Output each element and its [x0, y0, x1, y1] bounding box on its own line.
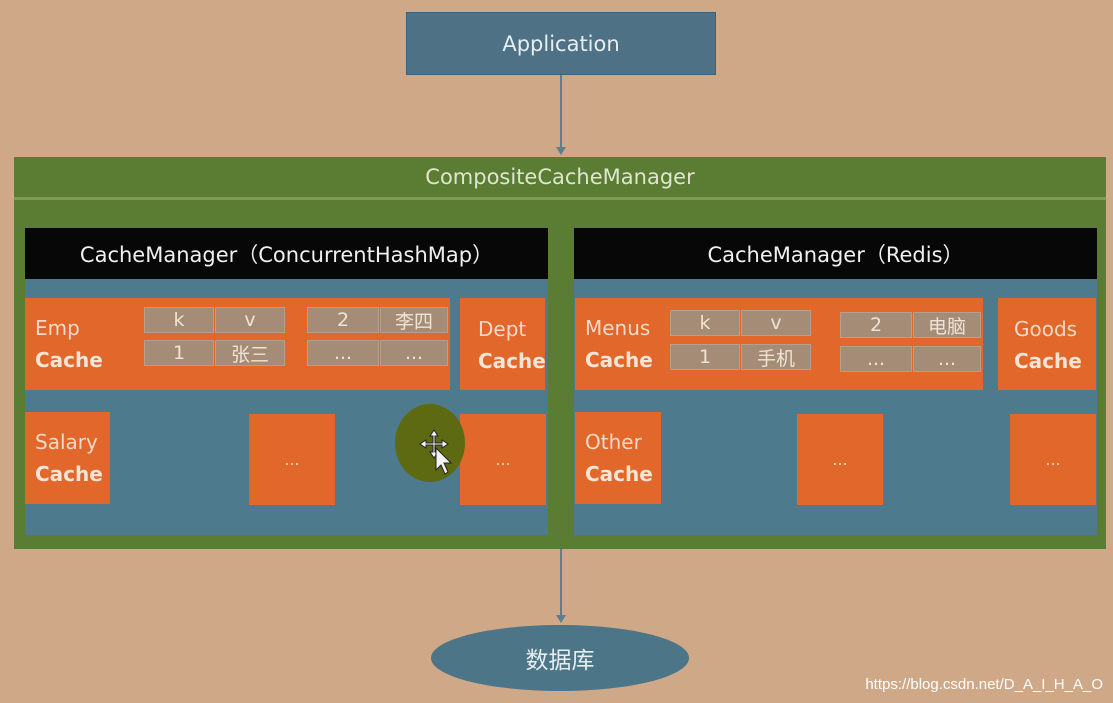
kv-cell: 张三	[215, 340, 285, 366]
goods-cache-label: Goods Cache	[1004, 313, 1096, 377]
menus-cache-line1: Menus	[585, 316, 651, 340]
kv-cell: 李四	[380, 307, 448, 333]
emp-cache-line2: Cache	[35, 348, 103, 372]
goods-cache-box	[998, 298, 1096, 390]
left-cache-manager-title: CacheManager（ConcurrentHashMap）	[79, 242, 494, 267]
composite-divider	[14, 197, 1106, 200]
other-cache-line2: Cache	[585, 462, 653, 486]
kv-cell: ...	[307, 340, 379, 366]
more-cache-box: ...	[1010, 414, 1096, 505]
goods-cache-line1: Goods	[1014, 317, 1078, 341]
menus-cache-line2: Cache	[585, 348, 653, 372]
salary-cache-line1: Salary	[35, 430, 98, 454]
goods-cache-line2: Cache	[1014, 349, 1082, 373]
emp-cache-line1: Emp	[35, 316, 80, 340]
kv-cell: k	[144, 307, 214, 333]
kv-cell: ...	[840, 346, 912, 372]
other-cache-line1: Other	[585, 430, 642, 454]
salary-cache-line2: Cache	[35, 462, 103, 486]
kv-cell: v	[741, 310, 811, 336]
kv-cell: 2	[307, 307, 379, 333]
composite-title: CompositeCacheManager	[14, 157, 1106, 197]
application-box: Application	[406, 12, 716, 75]
kv-cell: 1	[670, 344, 740, 370]
database-label: 数据库	[525, 648, 595, 674]
watermark-text: https://blog.csdn.net/D_A_I_H_A_O	[865, 676, 1103, 693]
left-cache-manager-header: CacheManager（ConcurrentHashMap）	[25, 228, 548, 279]
salary-cache-box	[25, 412, 110, 504]
arrow-head-top	[556, 147, 566, 155]
kv-cell: 2	[840, 312, 912, 338]
more-cache-box: ...	[249, 414, 335, 505]
application-label: Application	[502, 31, 620, 56]
kv-cell: 1	[144, 340, 214, 366]
kv-cell: v	[215, 307, 285, 333]
other-cache-box	[575, 412, 661, 504]
dept-cache-line2: Cache	[478, 349, 546, 373]
dept-cache-label: Dept Cache	[468, 313, 548, 377]
right-cache-manager-header: CacheManager（Redis）	[574, 228, 1097, 279]
dept-cache-line1: Dept	[478, 317, 527, 341]
kv-cell: ...	[380, 340, 448, 366]
more-cache-box: ...	[460, 414, 546, 505]
right-cache-manager-title: CacheManager（Redis）	[707, 242, 964, 267]
kv-cell: ...	[913, 346, 981, 372]
arrow-line-bottom	[560, 549, 562, 615]
more-cache-box: ...	[797, 414, 883, 505]
move-cursor-icon	[418, 426, 458, 476]
other-cache-label: Other Cache	[575, 426, 661, 490]
kv-cell: k	[670, 310, 740, 336]
arrow-line-top	[560, 75, 562, 147]
salary-cache-label: Salary Cache	[25, 426, 110, 490]
menus-cache-label: Menus Cache	[575, 312, 675, 376]
kv-cell: 手机	[741, 344, 811, 370]
database-node: 数据库	[431, 625, 689, 691]
kv-cell: 电脑	[913, 312, 981, 338]
arrow-head-bottom	[556, 615, 566, 623]
composite-title-text: CompositeCacheManager	[425, 165, 695, 189]
emp-cache-label: Emp Cache	[25, 312, 135, 376]
dept-cache-box	[460, 298, 545, 390]
